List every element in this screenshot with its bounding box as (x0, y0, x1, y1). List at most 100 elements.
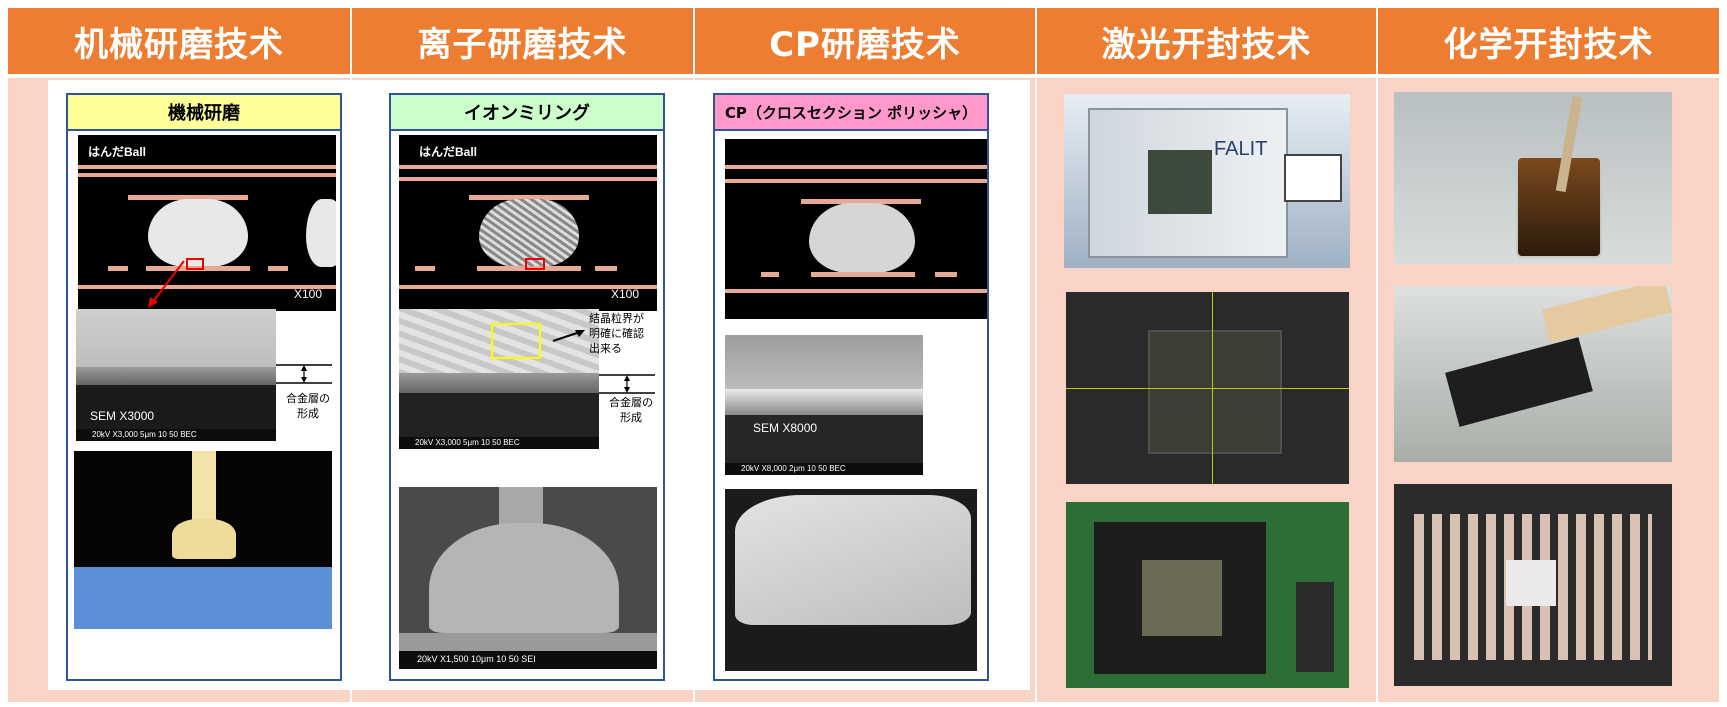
solder-ball (479, 199, 579, 267)
scale-bar-text: 20kV X8,000 2μm 10 50 BEC (741, 464, 846, 473)
sem-image: SEM X3000 20kV X3,000 5μm 10 50 BEC (76, 309, 276, 441)
image-label: はんだBall (419, 145, 478, 159)
scale-bar-text: 20kV X1,500 10μm 10 50 SEI (417, 654, 536, 664)
substrate (399, 633, 657, 651)
copper-layer (725, 289, 987, 293)
panel-cp: CP（クロスセクション ポリッシャ） SEM X8000 20kV X8,000… (713, 93, 989, 681)
note-line: 明確に確認 (589, 327, 644, 340)
scale-bar: 20kV X3,000 5μm 10 50 BEC (76, 429, 276, 441)
monitor (1284, 154, 1342, 202)
pad (761, 272, 779, 277)
solder-ball-cross-section-image: はんだBall X100 (78, 135, 336, 311)
alloy-layer-note: 合金層の 形成 (603, 395, 659, 425)
pad (935, 272, 957, 277)
copper-layer (399, 165, 657, 169)
bond-foot (429, 523, 619, 633)
bracket-icon (599, 374, 655, 394)
optical-wire-image (74, 451, 332, 629)
die (1506, 560, 1556, 606)
pad (811, 272, 915, 277)
crosshair (1066, 388, 1349, 389)
die-area (1148, 330, 1282, 454)
sem-bond-image (725, 489, 977, 671)
header-laser-decap: 激光开封技术 (1037, 8, 1376, 74)
header-ion-milling: 离子研磨技术 (352, 8, 693, 74)
sem-bond-image: 20kV X1,500 10μm 10 50 SEI (399, 487, 657, 669)
header-label: 激光开封技术 (1101, 24, 1312, 65)
sem-layer (399, 309, 599, 375)
laser-decap-chip-xray (1066, 292, 1349, 484)
bond-wire (192, 451, 216, 521)
tape-strip (1541, 286, 1672, 343)
copper-layer (725, 165, 987, 169)
crosshair (1212, 292, 1213, 484)
chip-die (1142, 560, 1222, 636)
note-line: 合金層の (286, 392, 330, 405)
scale-bar: 20kV X8,000 2μm 10 50 BEC (725, 463, 923, 475)
highlight-box (491, 323, 541, 359)
bond-foot (172, 519, 236, 559)
pad (469, 195, 589, 200)
pad (128, 195, 248, 200)
highlight-box (525, 258, 545, 270)
arrow-icon (148, 260, 185, 308)
chemical-decap-leadframe-photo (1394, 484, 1672, 686)
sem-image: SEM X8000 20kV X8,000 2μm 10 50 BEC (725, 335, 923, 475)
copper-layer (78, 285, 336, 289)
sem-layer (725, 389, 923, 415)
header-cp-polishing: CP研磨技术 (695, 8, 1035, 74)
chemical-beaker-photo (1394, 92, 1672, 264)
laser-decap-machine-photo: FALIT (1064, 94, 1350, 268)
grain-boundary-note: 結晶粒界が 明確に確認 出来る (589, 311, 665, 356)
copper-layer (399, 177, 657, 181)
pad (595, 266, 617, 271)
note-line: 形成 (297, 407, 319, 420)
machine-brand: FALIT (1214, 138, 1268, 160)
pad (415, 266, 435, 271)
panel-title-text: CP（クロスセクション ポリッシャ） (724, 103, 978, 122)
header-label: 机械研磨技术 (74, 24, 284, 65)
bracket-icon (276, 364, 332, 384)
solder-ball (306, 199, 336, 267)
ic-package (1445, 337, 1593, 427)
panel-title-text: 機械研磨 (168, 103, 240, 124)
panel-title: CP（クロスセクション ポリッシャ） (715, 95, 987, 131)
panel-title: 機械研磨 (68, 95, 340, 131)
sem-layer (76, 367, 276, 387)
scale-bar-text: 20kV X3,000 5μm 10 50 BEC (92, 430, 197, 439)
scale-bar-text: 20kV X3,000 5μm 10 50 BEC (415, 438, 520, 447)
solder-ball-cross-section-image: はんだBall X100 (399, 135, 657, 311)
solder-ball-cross-section-image (725, 139, 987, 319)
solder-ball (809, 203, 915, 273)
note-line: 形成 (620, 411, 642, 424)
copper-layer (78, 173, 336, 177)
pad (108, 266, 128, 271)
panel-mechanical: 機械研磨 はんだBall X100 SEM X3000 20kV X3,000 … (66, 93, 342, 681)
scale-bar: 20kV X3,000 5μm 10 50 BEC (399, 437, 599, 449)
sem-layer (76, 309, 276, 369)
component (1296, 582, 1334, 672)
alloy-layer-note: 合金層の 形成 (280, 391, 336, 421)
copper-layer (78, 165, 336, 169)
sem-image: 20kV X3,000 5μm 10 50 BEC (399, 309, 599, 449)
sem-label: SEM X8000 (753, 421, 818, 435)
note-line: 出来る (589, 342, 622, 355)
sem-layer (399, 373, 599, 395)
note-line: 結晶粒界が (589, 312, 644, 325)
copper-layer (399, 285, 657, 289)
arrow-icon (552, 330, 585, 342)
image-label: はんだBall (88, 145, 147, 159)
highlight-box (186, 258, 204, 270)
copper-layer (725, 179, 987, 183)
sem-label: SEM X3000 (90, 409, 155, 423)
solder-ball (148, 199, 248, 267)
substrate (74, 567, 332, 629)
header-chemical-decap: 化学开封技术 (1378, 8, 1719, 74)
pad (268, 266, 288, 271)
scale-bar: 20kV X1,500 10μm 10 50 SEI (399, 651, 657, 669)
header-label: 化学开封技术 (1443, 24, 1654, 65)
bond-wire (499, 487, 543, 527)
pad (801, 199, 921, 204)
header-mechanical-polishing: 机械研磨技术 (8, 8, 350, 74)
note-line: 合金層の (609, 396, 653, 409)
